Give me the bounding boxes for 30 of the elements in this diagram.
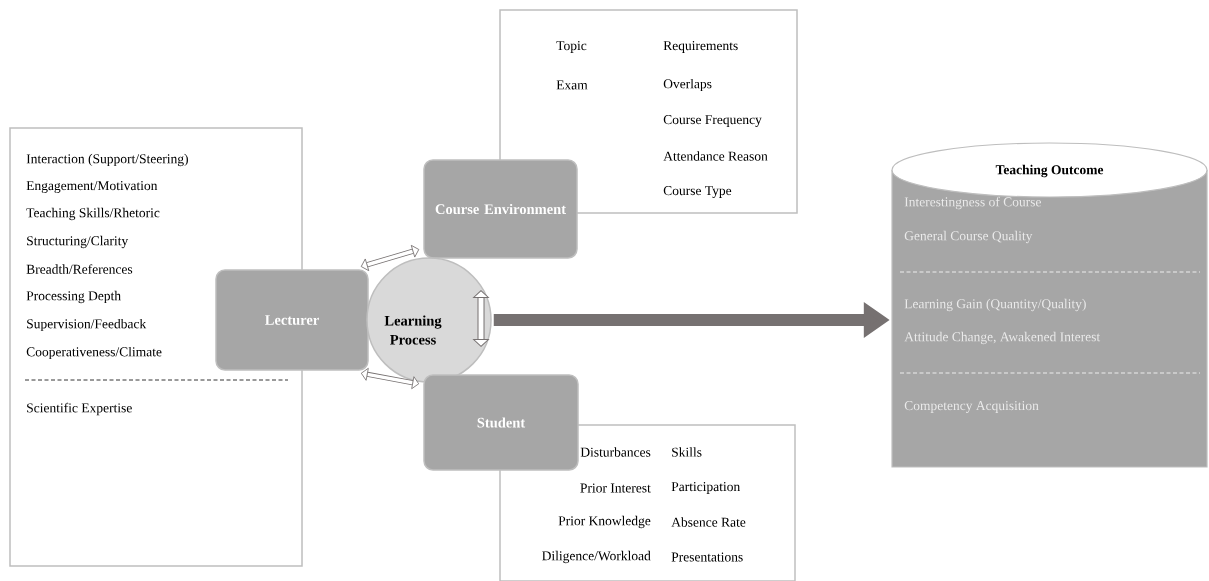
list-item: Overlaps [663, 78, 712, 92]
list-item: Prior Interest [580, 483, 651, 493]
category-box: Course Environment [423, 159, 578, 259]
list-item: Processing Depth [26, 290, 121, 304]
list-item: Engagement/Motivation [26, 181, 158, 193]
list-item: Topic [556, 41, 587, 53]
list-item: Scientific Expertise [27, 402, 132, 416]
list-item: Breadth/References [26, 264, 133, 274]
arrow [360, 244, 420, 272]
list-item: Prior Knowledge [558, 515, 651, 529]
list-item: Course Frequency [663, 115, 762, 127]
list-item: Teaching Skills/Rhetoric [26, 207, 160, 221]
list-item: Diligence/Workload [542, 550, 651, 564]
list-item: Requirements [663, 41, 738, 53]
list-item: Attendance Reason [663, 151, 768, 161]
list-item: Skills [672, 447, 702, 457]
list-item: Exam [556, 80, 588, 90]
list-item: Structuring/Clarity [27, 235, 129, 249]
list-item: Presentations [671, 552, 743, 562]
category-box: Student [423, 374, 579, 471]
category-box: Lecturer [215, 269, 369, 371]
list-item: Absence Rate [671, 517, 746, 527]
list-item: Disturbances [580, 447, 651, 457]
list-item: Interaction (Support/Steering) [26, 153, 188, 167]
list-item: Supervision/Feedback [27, 318, 147, 332]
list-item: Course Type [663, 186, 732, 198]
circle-label: Learning Process [384, 315, 442, 345]
list-item: Cooperativeness/Climate [26, 346, 162, 360]
arrow [360, 367, 420, 390]
list-item: Participation [671, 482, 740, 494]
